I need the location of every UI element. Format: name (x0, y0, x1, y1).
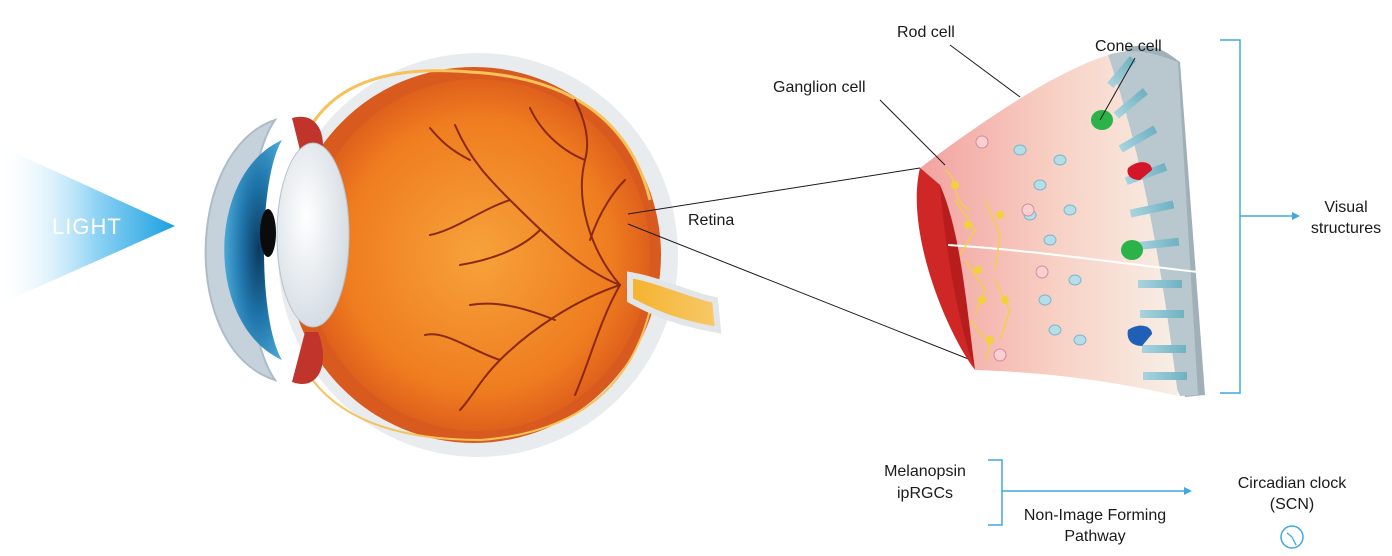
non-image-label-line2: Pathway (1015, 527, 1175, 547)
circadian-label-line2: (SCN) (1222, 495, 1362, 515)
lens (277, 143, 349, 327)
ganglion-cell-label: Ganglion cell (773, 78, 866, 98)
melanopsin-label-line2: ipRGCs (870, 484, 980, 504)
ganglion-cell-pointer (880, 100, 945, 165)
melanopsin-label-line1: Melanopsin (870, 462, 980, 482)
visual-structures-arrowhead (1292, 212, 1300, 220)
light-label: LIGHT (52, 214, 122, 240)
zoom-line-top (628, 168, 920, 214)
clock-icon (1281, 526, 1303, 548)
non-image-label-line1: Non-Image Forming (1015, 506, 1175, 526)
cone-green-mid (1121, 240, 1143, 260)
cone-green-top (1091, 110, 1113, 130)
retina-inset (917, 46, 1205, 397)
visual-structures-label-line2: structures (1300, 219, 1392, 239)
melanopsin-bracket (988, 460, 1002, 525)
rod-cell-pointer (950, 45, 1020, 97)
non-image-arrowhead (1184, 487, 1192, 495)
retina-label: Retina (688, 211, 734, 231)
circadian-label-line1: Circadian clock (1222, 474, 1362, 494)
cone-cell-label: Cone cell (1095, 37, 1162, 57)
rod-cell-label: Rod cell (897, 23, 955, 43)
visual-structures-bracket (1220, 40, 1240, 393)
visual-structures-label-line1: Visual (1300, 198, 1392, 218)
